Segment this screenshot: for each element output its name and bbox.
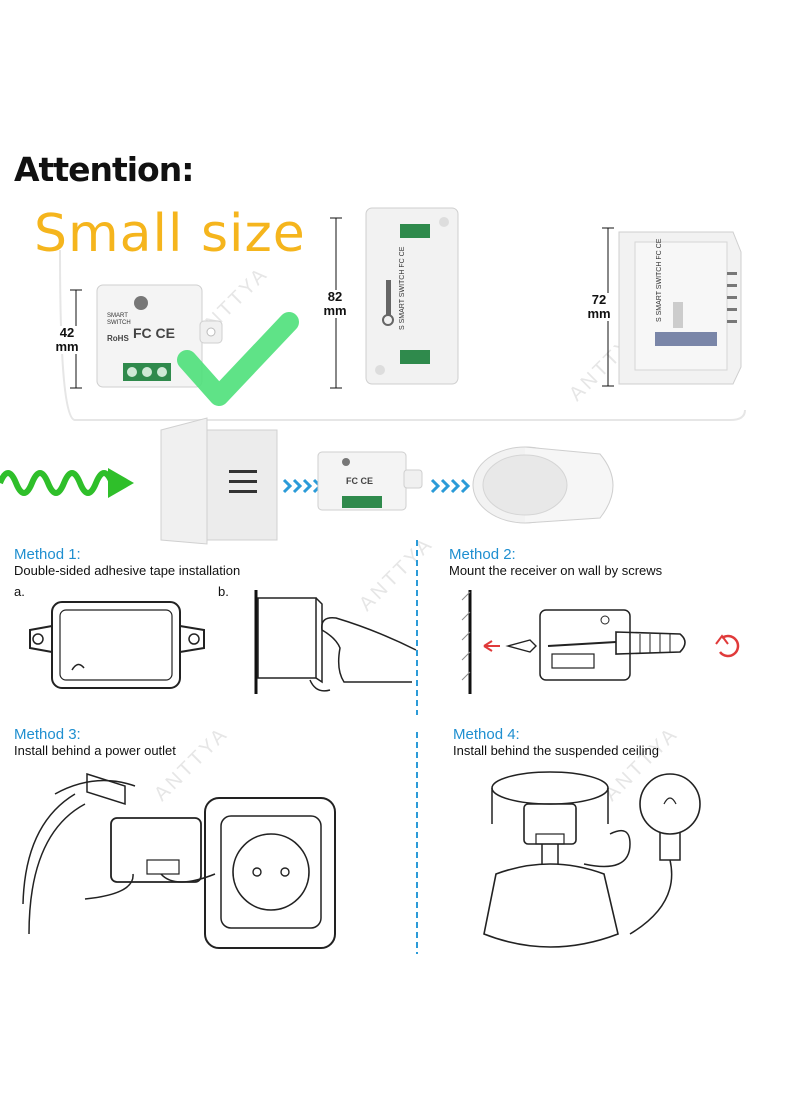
- svg-text:FC CE: FC CE: [346, 476, 373, 486]
- method-4-desc: Install behind the suspended ceiling: [453, 743, 659, 758]
- dashed-divider-bottom: [416, 732, 418, 954]
- ceiling-lamp-illustration: [483, 771, 701, 948]
- check-icon: [177, 312, 299, 406]
- svg-text:RoHS: RoHS: [107, 334, 129, 343]
- method-1-sub-a: a.: [14, 584, 25, 599]
- large-switch-module: S SMART SWITCH FC CE: [618, 231, 742, 385]
- hand-press-illustration: [254, 590, 417, 694]
- dimension-large-value: 72: [591, 292, 607, 307]
- method-1-desc: Double-sided adhesive tape installation: [14, 563, 241, 578]
- dimension-medium-unit: mm: [323, 303, 347, 318]
- svg-text:FC CE: FC CE: [133, 325, 175, 341]
- wall-box: [472, 446, 614, 524]
- method-1-title: Method 1:: [14, 546, 81, 563]
- dimension-medium-value: 82: [327, 289, 343, 304]
- dimension-small-unit: mm: [55, 339, 79, 354]
- svg-text:SMART: SMART: [107, 313, 128, 319]
- dimension-medium-label: 82 mm: [316, 290, 354, 318]
- blue-chevron-arrow-1: [282, 478, 323, 494]
- method-3-title: Method 3:: [14, 726, 81, 743]
- svg-text:S SMART SWITCH FC CE: S SMART SWITCH FC CE: [656, 238, 663, 322]
- dimension-small-label: 42 mm: [52, 326, 82, 354]
- small-switch-module: SMART SWITCH FC CE RoHS: [96, 284, 223, 388]
- dimension-small-value: 42: [59, 325, 75, 340]
- medium-switch-module: S SMART SWITCH FC CE: [365, 207, 459, 385]
- method-4-title: Method 4:: [453, 726, 520, 743]
- dimension-large-label: 72 mm: [584, 293, 614, 321]
- tape-module-illustration: [29, 601, 205, 689]
- method-1-sub-b: b.: [218, 584, 229, 599]
- svg-text:SWITCH: SWITCH: [107, 320, 131, 326]
- power-outlet-illustration: [22, 772, 336, 949]
- green-wave-arrow: [0, 468, 134, 498]
- method-3-desc: Install behind a power outlet: [14, 743, 176, 758]
- small-size-heading: Small size: [34, 204, 306, 264]
- blue-chevron-arrow-2: [430, 478, 471, 494]
- dimension-large-unit: mm: [587, 306, 611, 321]
- svg-text:S SMART SWITCH FC CE: S SMART SWITCH FC CE: [399, 246, 406, 330]
- method-2-desc: Mount the receiver on wall by screws: [449, 563, 663, 578]
- attention-heading: Attention:: [14, 150, 194, 189]
- dashed-divider-top: [416, 540, 418, 715]
- method-2-title: Method 2:: [449, 546, 516, 563]
- wall-switch-panel: [160, 417, 278, 545]
- small-switch-module-2: FC CE: [317, 451, 423, 511]
- screw-mount-illustration: [461, 590, 740, 694]
